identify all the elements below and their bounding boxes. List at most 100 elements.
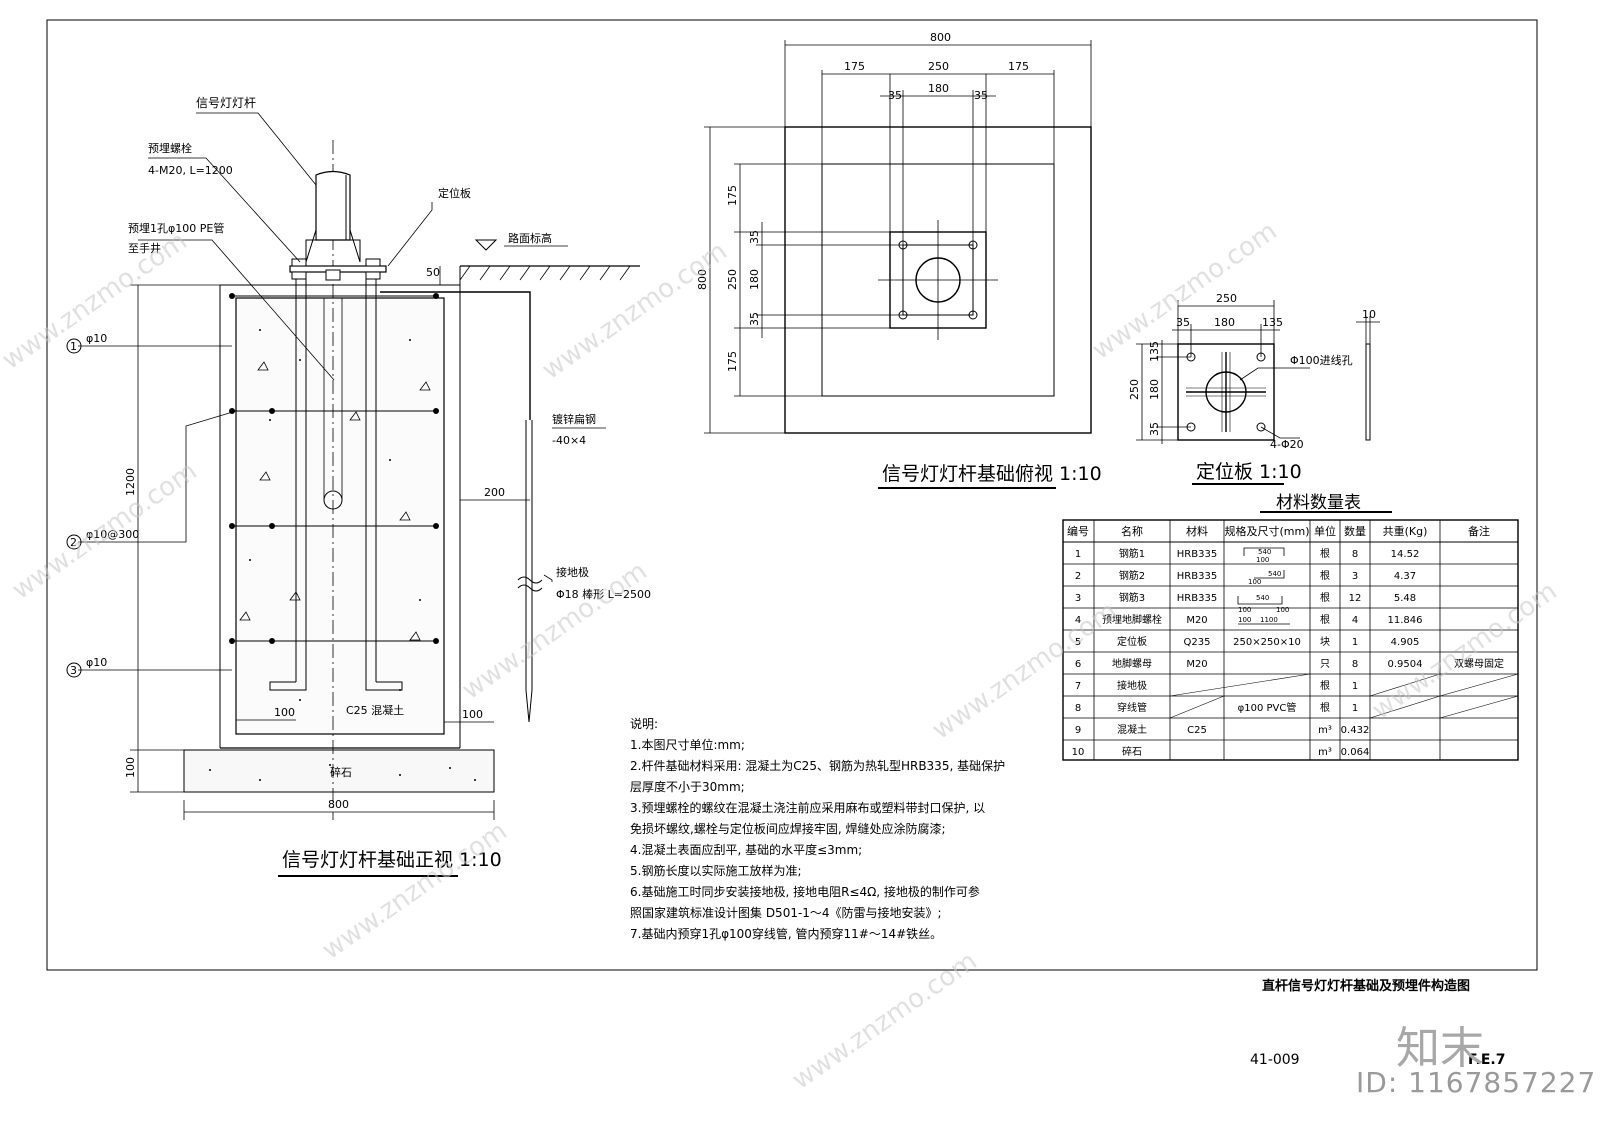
plate-dim-w: 250 (1216, 292, 1237, 305)
table-cell: m³ (1318, 747, 1332, 758)
label-road: 路面标高 (508, 231, 552, 245)
front-view-text: 信号灯灯杆 预埋螺栓 4-M20, L=1200 预埋1孔φ100 PE管 至手… (70, 96, 651, 871)
notes-heading: 说明: (630, 717, 659, 731)
table-cell: 7 (1075, 681, 1081, 692)
plate-dim-t: 10 (1362, 308, 1376, 321)
drawing-title: 直杆信号灯灯杆基础及预埋件构造图 (1262, 978, 1470, 994)
sketch-num: 540 (1256, 594, 1269, 602)
rebar-tag-2-num: 2 (70, 536, 77, 549)
table-cell: 8 (1075, 703, 1081, 714)
label-flat-steel-spec: -40×4 (552, 434, 586, 447)
table-cell: C25 (1187, 725, 1207, 736)
dim-1200: 1200 (124, 468, 137, 496)
table-cell: 地脚螺母 (1112, 657, 1152, 670)
table-cell: 钢筋2 (1119, 569, 1145, 582)
sketch-num: 100 (1256, 556, 1269, 564)
drawing-number: 41-009 (1250, 1052, 1300, 1068)
label-flat-steel: 镀锌扁钢 (552, 412, 596, 426)
plate-dim-c: 135 (1262, 316, 1283, 329)
sketch-num: 540 (1268, 570, 1281, 578)
table-cell: 根 (1320, 679, 1330, 692)
table-cell: 块 (1320, 636, 1330, 648)
front-view (66, 112, 640, 820)
table-cell: 只 (1320, 659, 1330, 670)
table-header-cell: 数量 (1344, 525, 1366, 538)
title-block: 直杆信号灯灯杆基础及预埋件构造图 41-009 F.E.7 (1250, 978, 1505, 1068)
top-dim-b: 250 (928, 60, 949, 73)
left-dim-d: 180 (748, 269, 761, 290)
table-cell: 1 (1352, 703, 1358, 714)
rebar-tag-3-num: 3 (70, 664, 77, 677)
table-cell: φ100 PVC管 (1238, 701, 1297, 714)
left-dim-total: 800 (696, 269, 709, 290)
left-dim-e: 35 (748, 312, 761, 326)
note-line: 免损坏螺纹,螺栓与定位板间应焊接牢固, 焊缝处应涂防腐漆; (630, 822, 946, 836)
table-cell: 0.432 (1341, 725, 1370, 736)
top-dim-d: 35 (888, 89, 902, 102)
table-cell: 1 (1352, 637, 1358, 648)
table-cell: 混凝土 (1117, 723, 1147, 736)
table-cell: 碎石 (1122, 745, 1142, 758)
materials-table-grid (1062, 511, 1519, 761)
sketch-num: 1100 (1260, 616, 1278, 624)
watermark-text: www.znzmo.com (7, 456, 203, 606)
top-view (704, 40, 1092, 489)
table-cell: 8 (1352, 659, 1358, 670)
table-cell: HRB335 (1177, 549, 1217, 560)
table-header-cell: 编号 (1067, 524, 1089, 538)
sketch-num: 540 (1258, 548, 1271, 556)
note-line: 2.杆件基础材料采用: 混凝土为C25、钢筋为热轧型HRB335, 基础保护 (630, 759, 1006, 773)
table-cell: 0.064 (1341, 747, 1370, 758)
table-cell: 接地极 (1117, 679, 1147, 692)
watermark-text: www.znzmo.com (317, 816, 513, 966)
note-line: 5.钢筋长度以实际施工放样为准; (630, 864, 802, 878)
table-header-cell: 材料 (1186, 524, 1208, 538)
top-dim-e: 180 (928, 82, 949, 95)
table-cell: 根 (1320, 547, 1330, 560)
table-cell: 0.9504 (1388, 659, 1423, 670)
watermark-text: www.znzmo.com (1087, 216, 1283, 366)
notes-block: 说明: 1.本图尺寸单位:mm; 2.杆件基础材料采用: 混凝土为C25、钢筋为… (630, 714, 1010, 945)
table-cell: 1 (1352, 681, 1358, 692)
left-dim-c: 250 (726, 269, 739, 290)
watermark-layer: www.znzmo.com www.znzmo.com www.znzmo.co… (0, 216, 1563, 1096)
dim-100-c: 100 (124, 757, 137, 778)
table-cell: 4.905 (1391, 637, 1420, 648)
left-dim-a: 175 (726, 185, 739, 206)
top-dim-a: 175 (844, 60, 865, 73)
table-header-cell: 规格及尺寸(mm) (1224, 524, 1309, 538)
table-cell: 钢筋3 (1119, 591, 1145, 604)
table-cell: 双螺母固定 (1454, 657, 1504, 670)
table-cell: 4 (1075, 615, 1081, 626)
table-cell: 4 (1352, 615, 1358, 626)
table-cell: 3 (1352, 571, 1358, 582)
watermark-logo: 知末 (1396, 1023, 1484, 1074)
table-cell: 钢筋1 (1119, 547, 1145, 560)
plate-view-title: 定位板 1:10 (1196, 461, 1302, 483)
table-header-cell: 共重(Kg) (1383, 524, 1428, 538)
plate-hole-label: Φ100进线孔 (1290, 353, 1353, 367)
spec-sketch-nums: 540 100 540 100 100 540 100 100 1100 (1238, 548, 1289, 624)
table-cell: M20 (1186, 615, 1207, 626)
top-view-title: 信号灯灯杆基础俯视 1:10 (882, 463, 1102, 485)
label-ground-rod-spec: Φ18 棒形 L=2500 (556, 587, 651, 601)
table-cell: 12 (1349, 593, 1362, 604)
left-dim-b: 35 (748, 230, 761, 244)
watermark-text: www.znzmo.com (787, 946, 983, 1096)
table-cell: m³ (1318, 725, 1332, 736)
table-cell: 9 (1075, 725, 1081, 736)
note-line: 1.本图尺寸单位:mm; (630, 738, 745, 752)
label-ground-rod: 接地极 (556, 565, 589, 579)
table-cell: 1 (1075, 549, 1081, 560)
table-cell: Q235 (1184, 637, 1211, 648)
note-line: 7.基础内预穿1孔φ100穿线管, 管内预穿11#～14#铁丝。 (630, 927, 943, 941)
note-line: 6.基础施工时同步安装接地极, 接地电阻R≤4Ω, 接地极的制作可参 (630, 885, 980, 899)
table-cell: M20 (1186, 659, 1207, 670)
table-cell: 根 (1320, 701, 1330, 714)
watermark-text: www.znzmo.com (0, 226, 193, 376)
top-dim-f: 35 (974, 89, 988, 102)
dim-200: 200 (484, 486, 505, 499)
sketch-num: 100 (1276, 606, 1289, 614)
plate-dim-ha: 135 (1148, 341, 1161, 362)
